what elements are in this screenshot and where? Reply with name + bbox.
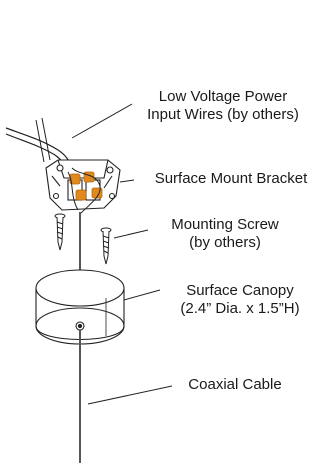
- leader-canopy: [123, 289, 161, 301]
- label-surface-mount-bracket: Surface Mount Bracket: [136, 170, 326, 188]
- wire-connectors: [69, 171, 103, 201]
- label-mounting-screw: Mounting Screw (by others): [150, 216, 300, 252]
- label-coaxial-cable: Coaxial Cable: [170, 376, 300, 394]
- leader-power-wires: [71, 103, 133, 139]
- bracket-internal-wires: [67, 167, 101, 215]
- mounting-screw-right: [100, 227, 112, 265]
- label-power-line1: Low Voltage Power: [158, 88, 288, 105]
- surface-mount-bracket: [45, 159, 121, 211]
- leader-coax: [87, 385, 173, 405]
- label-power-line2: Input Wires (by others): [147, 106, 299, 123]
- label-canopy-line1: Surface Canopy: [186, 282, 294, 299]
- label-canopy-line2: (2.4” Dia. x 1.5”H): [180, 300, 300, 317]
- leader-bracket: [119, 179, 135, 183]
- label-screw-line1: Mounting Screw: [171, 216, 279, 233]
- label-coax-line1: Coaxial Cable: [188, 376, 282, 393]
- leader-screw: [113, 229, 149, 239]
- label-bracket-line1: Surface Mount Bracket: [154, 170, 308, 187]
- label-surface-canopy: Surface Canopy (2.4” Dia. x 1.5”H): [160, 282, 320, 318]
- label-screw-line2: (by others): [189, 234, 261, 251]
- label-power-input-wires: Low Voltage Power Input Wires (by others…: [128, 88, 318, 124]
- leader-lines: [71, 103, 173, 405]
- mounting-screw-left: [54, 213, 66, 251]
